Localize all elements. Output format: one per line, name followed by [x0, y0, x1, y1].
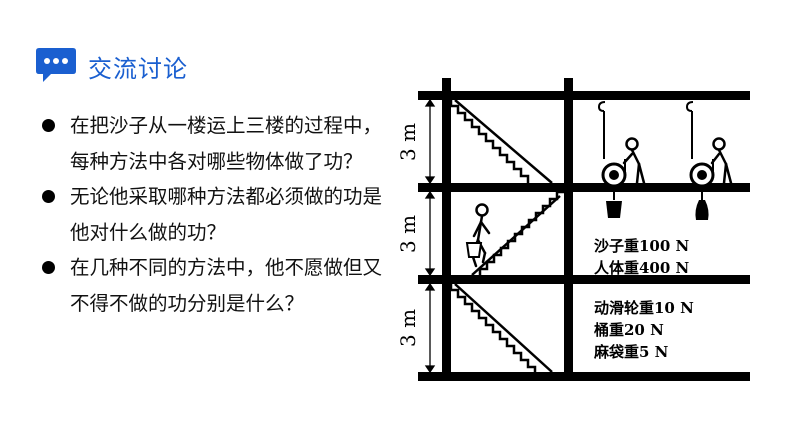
staircase [449, 99, 564, 373]
height-label: 3 m [396, 215, 420, 253]
chat-bubble-icon [36, 48, 76, 82]
sand-bucket [465, 242, 483, 258]
question-item: 无论他采取哪种方法都必须做的功是他对什么做的功？ [40, 179, 390, 250]
columns [442, 78, 573, 381]
height-dimension [424, 98, 436, 374]
info-bucket-weight: 桶重20 N [594, 321, 664, 339]
height-label: 3 m [396, 309, 420, 347]
bullet-icon [42, 190, 55, 203]
bullet-icon [42, 119, 55, 132]
building-diagram: 3 m 3 m 3 m [396, 78, 750, 381]
question-list: 在把沙子从一楼运上三楼的过程中，每种方法中各对哪些物体做了功？ 无论他采取哪种方… [40, 108, 390, 321]
question-text: 无论他采取哪种方法都必须做的功是他对什么做的功？ [70, 185, 383, 244]
section-header: 交流讨论 [34, 46, 188, 86]
pulley-system-sack [685, 101, 715, 200]
puller-person [622, 137, 646, 185]
info-pulley-weight: 动滑轮重10 N [594, 299, 694, 317]
height-label: 3 m [396, 123, 420, 161]
bullet-icon [42, 261, 55, 274]
floor-slabs [418, 91, 750, 381]
question-text: 在几种不同的方法中，他不愿做但又不得不做的功分别是什么？ [70, 256, 383, 315]
question-item: 在几种不同的方法中，他不愿做但又不得不做的功分别是什么？ [40, 250, 390, 321]
puller-person [710, 137, 733, 185]
sack-load [695, 200, 709, 220]
section-title: 交流讨论 [88, 54, 188, 83]
info-sand-weight: 沙子重100 N [594, 237, 690, 255]
question-item: 在把沙子从一楼运上三楼的过程中，每种方法中各对哪些物体做了功？ [40, 108, 390, 179]
pulley-system-bucket [597, 101, 627, 200]
info-sack-weight: 麻袋重5 N [593, 343, 669, 361]
question-text: 在把沙子从一楼运上三楼的过程中，每种方法中各对哪些物体做了功？ [70, 114, 383, 173]
bucket-load [606, 201, 622, 218]
info-body-weight: 人体重400 N [594, 259, 690, 277]
